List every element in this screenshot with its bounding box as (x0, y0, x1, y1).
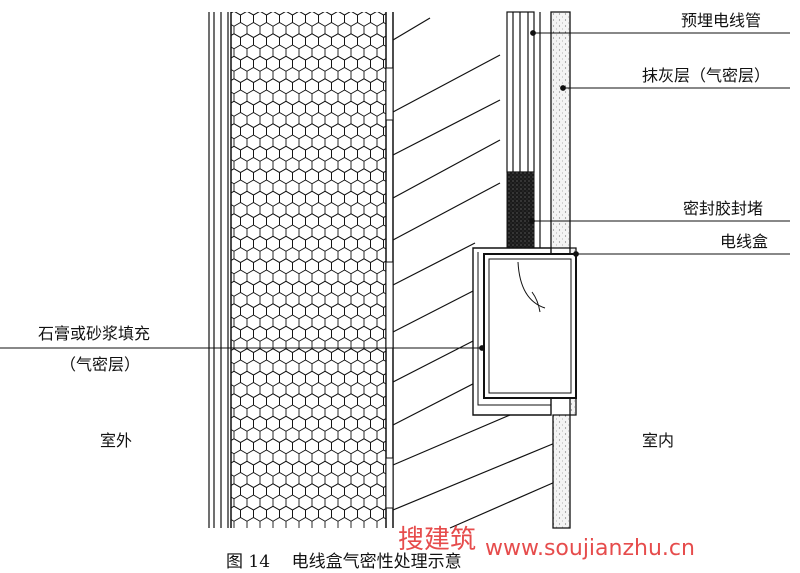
leader-lines (0, 30, 790, 351)
label-outdoor: 室外 (100, 431, 132, 450)
label-box: 电线盒 (720, 232, 768, 251)
outer-facing-lines (208, 12, 229, 528)
electrical-box (483, 253, 577, 399)
conduit-pipe (506, 11, 541, 248)
label-fill-line1: 石膏或砂浆填充 (38, 324, 150, 343)
cavity-diagonal-battens (392, 17, 556, 529)
sealant-plug (506, 171, 535, 255)
watermark-url: www.soujianzhu.cn (485, 536, 695, 561)
label-sealant: 密封胶封堵 (683, 199, 763, 218)
fixing-clips (385, 67, 394, 509)
figure-caption: 图 14 电线盒气密性处理示意 (226, 552, 462, 572)
watermark-cn: 搜建筑 (398, 525, 476, 555)
label-indoor: 室内 (642, 431, 674, 450)
label-plaster: 抹灰层（气密层） (642, 66, 770, 85)
label-fill-line2: （气密层） (60, 355, 140, 374)
plaster-layer (550, 11, 577, 529)
label-conduit: 预埋电线管 (681, 11, 761, 30)
insulation-layer (231, 12, 386, 528)
gypsum-fill-edge (477, 252, 551, 406)
